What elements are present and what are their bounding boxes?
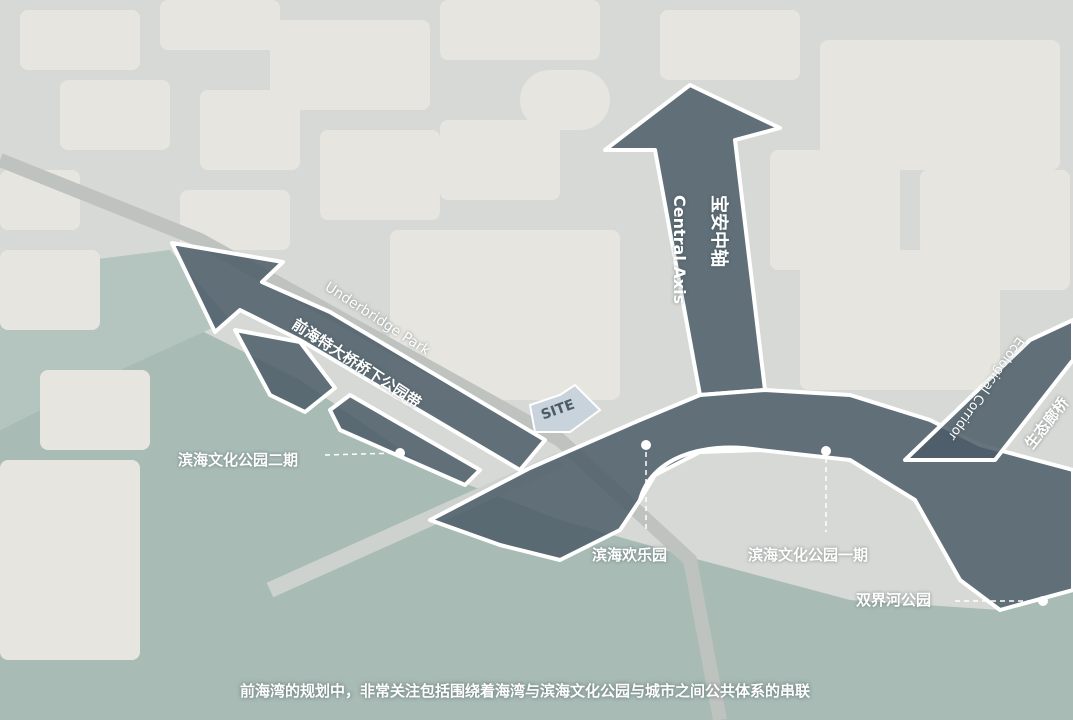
- eco-corridor-arrow: [903, 318, 1073, 462]
- site-marker: [528, 383, 602, 433]
- underbridge-arrow: [170, 241, 547, 472]
- waterfront-park: [428, 388, 1073, 612]
- central-axis-zh-label: 宝安中轴: [708, 195, 729, 267]
- city-blocks: [0, 0, 1070, 660]
- leader-lines: [324, 452, 1040, 602]
- central-axis-arrow: [603, 83, 782, 397]
- park-phase2-south: [328, 393, 482, 487]
- park-phase2-area: [233, 328, 337, 414]
- lagoon-outline: [638, 445, 761, 501]
- happy-park-label: 滨海欢乐园: [592, 546, 668, 564]
- central-axis-en-label: Central Axis: [670, 195, 689, 305]
- shuangjie-park-label: 双界河公园: [856, 591, 932, 609]
- expressway: [0, 153, 727, 720]
- park-phase2-label: 滨海文化公园二期: [178, 451, 299, 469]
- location-dots: [395, 440, 1048, 606]
- park-phase1-label: 滨海文化公园一期: [748, 546, 869, 564]
- caption: 前海湾的规划中，非常关注包括围绕着海湾与滨海文化公园与城市之间公共体系的串联: [240, 682, 811, 700]
